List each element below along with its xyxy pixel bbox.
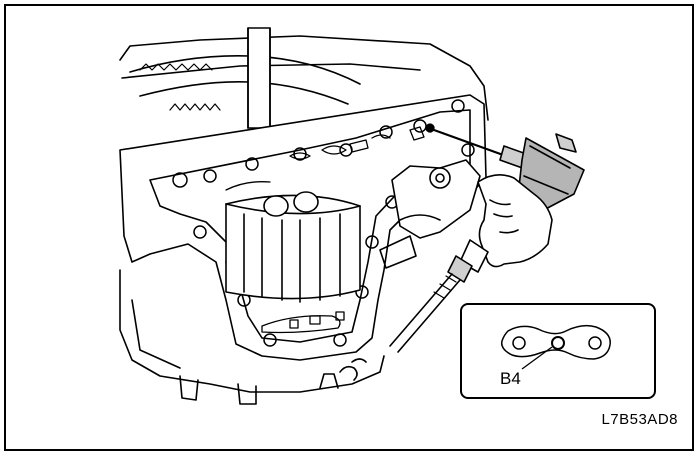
hand-icon: [477, 174, 553, 268]
figure-code: L7B53AD8: [601, 411, 678, 428]
right-case-detail: [391, 159, 481, 239]
passage-hole-b4: [551, 336, 565, 350]
clutch-drum: [225, 191, 361, 303]
housing-upper-outline: [119, 35, 489, 121]
fluid-passages: [225, 123, 435, 334]
gear-teeth: [139, 63, 221, 111]
leader-line: [521, 346, 553, 370]
figure-frame: [4, 4, 694, 451]
gasket-groove: [149, 109, 471, 343]
detail-inset: B4: [460, 303, 656, 399]
passage-hole-left: [512, 336, 526, 350]
passage-outline: [500, 324, 611, 360]
passage-label-b4: B4: [500, 369, 521, 388]
inset-passage-drawing: [500, 324, 611, 370]
lower-case: [119, 269, 385, 393]
air-hose: [389, 239, 489, 353]
passage-hole-right: [588, 336, 602, 350]
